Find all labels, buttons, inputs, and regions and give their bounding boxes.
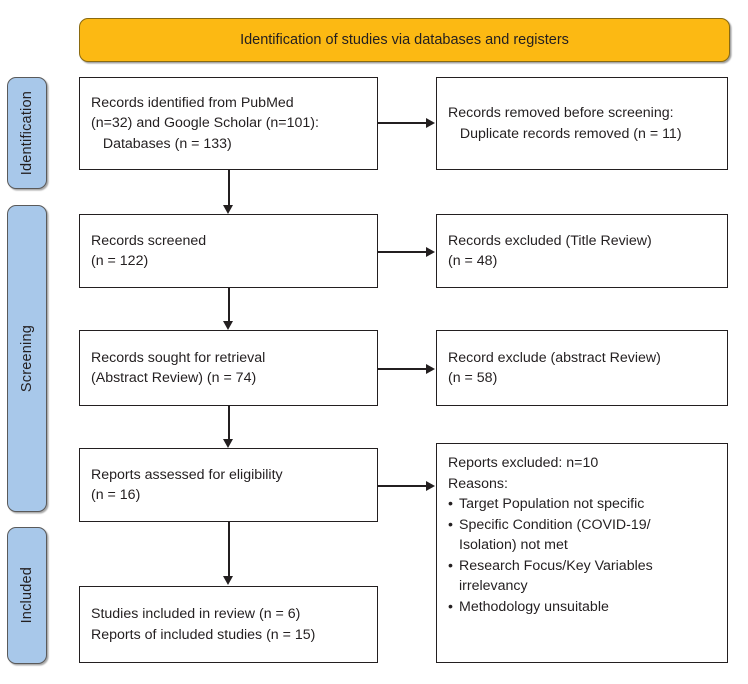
box-studies-included-line-2: Reports of included studies (n = 15) bbox=[91, 626, 316, 643]
phase-tab-identification-label: Identification bbox=[19, 90, 35, 176]
exclusion-reason-text: Target Population not specific bbox=[459, 496, 645, 512]
phase-tab-screening[interactable]: Screening bbox=[7, 205, 47, 512]
arrow-right-row2 bbox=[426, 246, 435, 257]
connector-v-row4-row5 bbox=[228, 522, 230, 577]
arrow-down-row1-row2 bbox=[222, 205, 233, 214]
connector-v-row1-row2 bbox=[228, 170, 230, 206]
exclusion-reason-item: • Target Population not specific bbox=[448, 494, 716, 515]
exclusion-reason-text: Research Focus/Key Variables irrelevancy bbox=[459, 557, 653, 595]
box-records-removed-line-1: Records removed before screening: bbox=[448, 105, 674, 121]
box-records-screened: Records screened (n = 122) bbox=[79, 214, 378, 288]
box-records-removed-before-screening: Records removed before screening: Duplic… bbox=[436, 77, 728, 170]
arrow-right-row4 bbox=[426, 480, 435, 491]
box-reports-excluded-reasons: Reports excluded: n=10 Reasons: • Target… bbox=[436, 443, 728, 663]
box-records-sought-for-retrieval: Records sought for retrieval (Abstract R… bbox=[79, 330, 378, 406]
phase-tab-identification[interactable]: Identification bbox=[7, 77, 47, 189]
connector-v-row3-row4 bbox=[228, 406, 230, 440]
box-reports-excluded-line-1: Reports excluded: n=10 bbox=[448, 455, 599, 471]
box-records-excluded-title-review: Records excluded (Title Review) (n = 48) bbox=[436, 214, 728, 288]
box-studies-included-line-1: Studies included in review (n = 6) bbox=[91, 606, 301, 622]
connector-h-row4 bbox=[378, 485, 427, 487]
bullet-icon: • bbox=[448, 496, 453, 512]
exclusion-reason-item: • Research Focus/Key Variables irrelevan… bbox=[448, 556, 716, 597]
box-reports-assessed-line-2: (n = 16) bbox=[91, 487, 141, 503]
connector-v-row2-row3 bbox=[228, 288, 230, 322]
box-records-screened-line-2: (n = 122) bbox=[91, 253, 149, 269]
connector-h-row3 bbox=[378, 368, 427, 370]
phase-tab-included-label: Included bbox=[19, 567, 35, 624]
arrow-down-row2-row3 bbox=[222, 321, 233, 330]
box-records-removed-line-2: Duplicate records removed (n = 11) bbox=[448, 125, 682, 142]
bullet-icon: • bbox=[448, 557, 453, 574]
box-records-identified-line-3: Databases (n = 133) bbox=[91, 135, 232, 152]
box-reports-excluded-line-2: Reasons: bbox=[448, 475, 508, 492]
bullet-icon: • bbox=[448, 598, 453, 615]
box-reports-assessed-line-1: Reports assessed for eligibility bbox=[91, 466, 283, 483]
box-records-identified-line-2: (n=32) and Google Scholar (n=101): bbox=[91, 115, 319, 132]
exclusion-reason-item: • Specific Condition (COVID-19/ Isolatio… bbox=[448, 515, 716, 556]
box-records-excluded-title-line-1: Records excluded (Title Review) bbox=[448, 232, 652, 249]
phase-tab-included[interactable]: Included bbox=[7, 527, 47, 664]
box-records-identified: Records identified from PubMed (n=32) an… bbox=[79, 77, 378, 170]
arrow-right-row1 bbox=[426, 117, 435, 128]
exclusion-reason-item: • Methodology unsuitable bbox=[448, 597, 716, 618]
box-record-exclude-abstract-line-1: Record exclude (abstract Review) bbox=[448, 349, 661, 366]
box-reports-assessed-for-eligibility: Reports assessed for eligibility (n = 16… bbox=[79, 448, 378, 522]
box-records-sought-line-1: Records sought for retrieval bbox=[91, 349, 266, 366]
phase-tab-screening-label: Screening bbox=[19, 324, 35, 393]
bullet-icon: • bbox=[448, 516, 453, 533]
exclusion-reason-text: Specific Condition (COVID-19/ Isolation)… bbox=[459, 516, 651, 554]
box-studies-included-in-review: Studies included in review (n = 6) Repor… bbox=[79, 586, 378, 663]
exclusion-reason-text: Methodology unsuitable bbox=[459, 598, 609, 615]
box-record-exclude-abstract-line-2: (n = 58) bbox=[448, 370, 498, 386]
connector-h-row1 bbox=[378, 122, 427, 124]
box-records-screened-line-1: Records screened bbox=[91, 232, 207, 249]
connector-h-row2 bbox=[378, 251, 427, 253]
box-records-excluded-title-line-2: (n = 48) bbox=[448, 253, 498, 269]
identification-banner: Identification of studies via databases … bbox=[79, 18, 730, 62]
banner-text: Identification of studies via databases … bbox=[240, 32, 569, 48]
arrow-down-row4-row5 bbox=[222, 576, 233, 585]
box-records-identified-line-1: Records identified from PubMed bbox=[91, 94, 294, 111]
arrow-right-row3 bbox=[426, 363, 435, 374]
box-record-exclude-abstract-review: Record exclude (abstract Review) (n = 58… bbox=[436, 330, 728, 406]
box-records-sought-line-2: (Abstract Review) (n = 74) bbox=[91, 370, 257, 386]
arrow-down-row3-row4 bbox=[222, 439, 233, 448]
